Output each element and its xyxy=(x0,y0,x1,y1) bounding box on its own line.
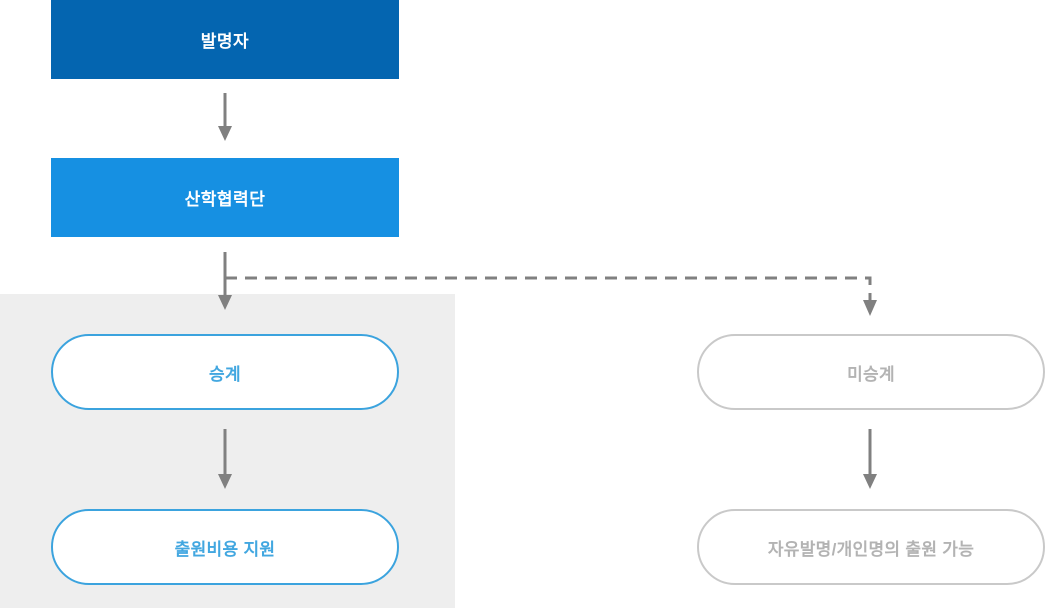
connector-industry-academic-to-succession xyxy=(217,252,233,312)
connector-no-succession-to-free-invention xyxy=(862,429,878,491)
connector-inventor-to-industry-academic xyxy=(217,93,233,143)
node-inventor-label: 발명자 xyxy=(200,32,250,51)
arrow-down-icon xyxy=(218,93,232,141)
node-succession-label: 승계 xyxy=(209,364,241,384)
dashed-branch-arrow-icon xyxy=(225,276,877,316)
connector-succession-to-filing-cost-support xyxy=(217,429,233,491)
arrow-down-icon xyxy=(218,429,232,489)
node-industry-academic[interactable]: 산학협력단 xyxy=(51,158,399,237)
node-free-invention-label: 자유발명/개인명의 출원 가능 xyxy=(767,539,975,559)
node-succession[interactable]: 승계 xyxy=(51,334,399,410)
node-free-invention[interactable]: 자유발명/개인명의 출원 가능 xyxy=(697,509,1045,585)
node-industry-academic-label: 산학협력단 xyxy=(184,190,266,209)
connector-industry-academic-to-no-succession xyxy=(217,262,887,327)
arrow-down-icon xyxy=(863,429,877,489)
node-no-succession[interactable]: 미승계 xyxy=(697,334,1045,410)
node-filing-cost-support-label: 출원비용 지원 xyxy=(174,539,276,559)
node-inventor[interactable]: 발명자 xyxy=(51,0,399,79)
node-filing-cost-support[interactable]: 출원비용 지원 xyxy=(51,509,399,585)
arrow-down-icon xyxy=(218,252,232,310)
node-no-succession-label: 미승계 xyxy=(847,364,895,384)
